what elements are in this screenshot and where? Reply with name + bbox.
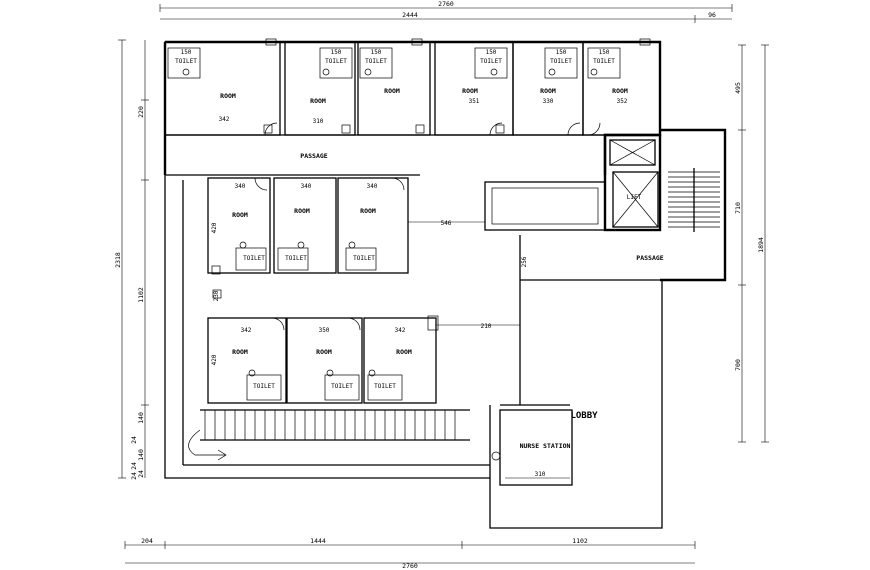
toilet-dim: 150 <box>599 49 610 56</box>
outer-walls <box>163 40 727 529</box>
lift-shaft <box>603 133 662 232</box>
lower-row-rooms <box>207 315 520 404</box>
room-label: ROOM <box>396 348 412 356</box>
toilet-dim: 150 <box>181 49 192 56</box>
toilet-label: TOILET <box>593 58 615 65</box>
toilet-dim: 150 <box>331 49 342 56</box>
dim-left-top: 220 <box>137 106 145 118</box>
middle-row-rooms <box>207 177 409 299</box>
nurse-station-label: NURSE STATION <box>520 442 571 450</box>
dim-left-overall: 2318 <box>114 252 122 268</box>
dim-left-b2: 24 <box>130 436 138 444</box>
dim-right-top: 495 <box>734 82 742 94</box>
room-label: ROOM <box>232 348 248 356</box>
passage-label-right: PASSAGE <box>636 254 663 262</box>
room-dim: 350 <box>319 327 330 334</box>
room-label: ROOM <box>612 87 628 95</box>
room-dim: 420 <box>211 222 218 233</box>
lift-label: LIFT <box>627 194 642 201</box>
top-row-rooms <box>164 38 661 136</box>
room-dim: 342 <box>395 327 406 334</box>
room-dim: 310 <box>313 118 324 125</box>
room-dim: 420 <box>211 354 218 365</box>
toilet-label: TOILET <box>374 383 396 390</box>
room-dim: 230 <box>213 290 220 301</box>
toilet-label: TOILET <box>365 58 387 65</box>
room-dim: 340 <box>301 183 312 190</box>
room-dim: 342 <box>241 327 252 334</box>
toilet-dim: 150 <box>371 49 382 56</box>
toilet-label: TOILET <box>353 255 375 262</box>
dim-bottom-mid: 1444 <box>310 537 326 545</box>
corridor-dim: 256 <box>521 256 528 267</box>
room-label: ROOM <box>316 348 332 356</box>
dim-right-mid: 710 <box>734 202 742 214</box>
dim-bottom-right: 1102 <box>572 537 588 545</box>
room-label: ROOM <box>540 87 556 95</box>
toilet-label: TOILET <box>243 255 265 262</box>
dim-top-inner: 2444 <box>402 11 418 19</box>
dim-left-b4: 24 <box>130 462 138 470</box>
room-label: ROOM <box>384 87 400 95</box>
room-label: ROOM <box>310 97 326 105</box>
toilet-label: TOILET <box>331 383 353 390</box>
room-label: ROOM <box>294 207 310 215</box>
toilet-label: TOILET <box>253 383 275 390</box>
room-dim: 351 <box>469 98 480 105</box>
toilet-label: TOILET <box>480 58 502 65</box>
dim-top-overall: 2760 <box>438 0 454 8</box>
passage-label-top: PASSAGE <box>300 152 327 160</box>
dim-bottom-overall: 2760 <box>402 562 418 570</box>
toilet-label: TOILET <box>325 58 347 65</box>
room-label: ROOM <box>220 92 236 100</box>
dim-right-overall: 1894 <box>757 237 765 253</box>
room-dim: 340 <box>235 183 246 190</box>
dim-left-b5: 24 <box>130 472 138 480</box>
room-label: ROOM <box>232 211 248 219</box>
corridor-box <box>408 181 606 231</box>
corridor-dim: 210 <box>481 323 492 330</box>
toilet-dim: 150 <box>486 49 497 56</box>
corridor-dim: 546 <box>441 220 452 227</box>
lobby-label: LOBBY <box>570 411 598 421</box>
nurse-station-dim: 310 <box>535 471 546 478</box>
dimension-lines <box>118 4 769 564</box>
room-dim: 352 <box>617 98 628 105</box>
dim-top-right: 96 <box>708 11 716 19</box>
toilet-label: TOILET <box>550 58 572 65</box>
dim-left-b1: 140 <box>137 412 145 424</box>
room-dim: 330 <box>543 98 554 105</box>
toilet-label: TOILET <box>175 58 197 65</box>
dim-right-low: 700 <box>734 359 742 371</box>
nurse-station <box>491 409 573 486</box>
room-label: ROOM <box>462 87 478 95</box>
room-dim: 342 <box>219 116 230 123</box>
room-dim: 340 <box>367 183 378 190</box>
room-label: ROOM <box>360 207 376 215</box>
dim-left-b3: 140 <box>137 449 145 461</box>
dim-left-b6: 24 <box>137 470 145 478</box>
staircase <box>668 168 720 232</box>
toilet-dim: 150 <box>556 49 567 56</box>
toilet-label: TOILET <box>285 255 307 262</box>
dim-bottom-left: 204 <box>141 537 153 545</box>
dim-left-mid: 1102 <box>137 287 145 303</box>
ramp-steps <box>200 409 470 441</box>
